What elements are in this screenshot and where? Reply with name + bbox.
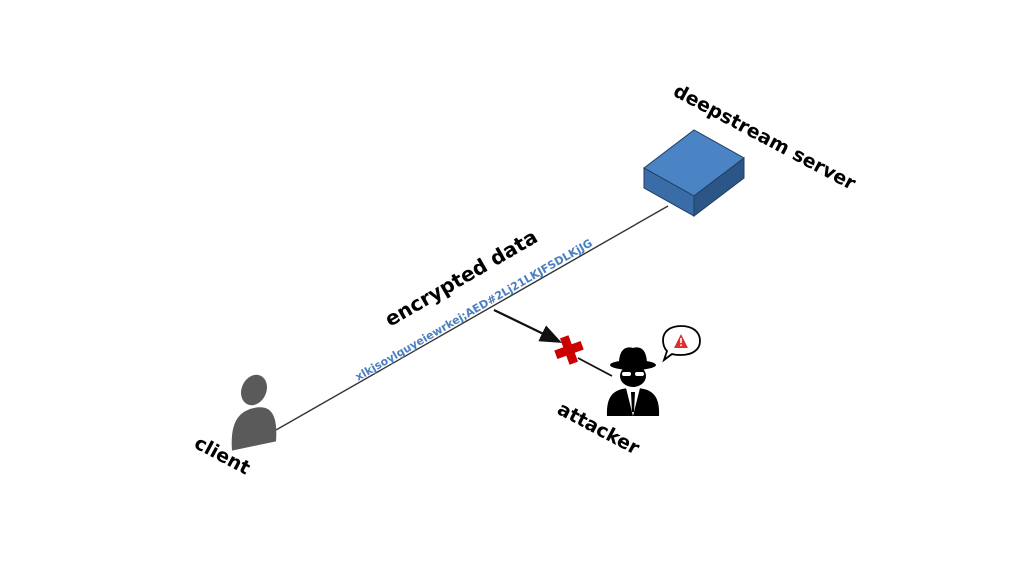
attacker-line [577, 357, 613, 377]
red-x-icon [554, 335, 584, 365]
interception-arrow [493, 309, 562, 343]
server-cube-icon [643, 129, 745, 218]
warning-speech-bubble-icon [662, 325, 701, 363]
spy-icon [606, 347, 660, 416]
connection-line [275, 205, 669, 431]
person-icon [231, 374, 277, 451]
